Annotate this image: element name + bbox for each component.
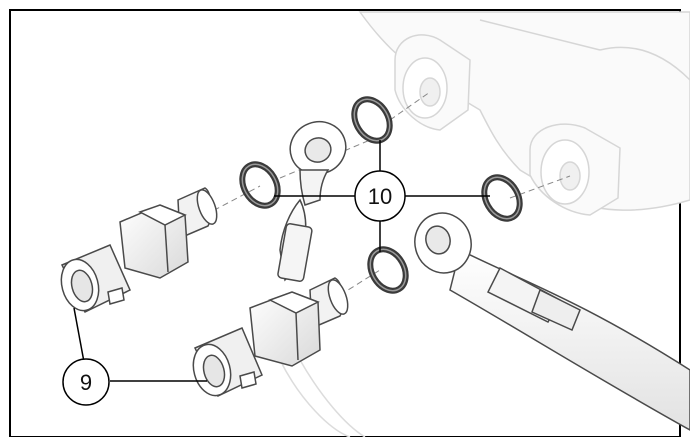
banjo-bolt-upper <box>60 187 218 314</box>
callout-9-label: 9 <box>80 370 92 395</box>
ghost-hose-lower <box>279 359 366 437</box>
ghost-housing <box>358 11 690 216</box>
sealing-ring-top <box>351 96 393 144</box>
sealing-ring-left <box>239 161 281 209</box>
sealing-ring-bottom <box>367 246 409 294</box>
leader-lines-9 <box>73 307 207 382</box>
leader-lines-10 <box>274 140 490 252</box>
callout-10-label: 10 <box>368 184 392 209</box>
upper-banjo-hose <box>277 121 347 282</box>
callout-9: 9 <box>62 358 110 406</box>
lower-banjo-hose <box>414 212 690 431</box>
callout-10: 10 <box>354 170 406 222</box>
sealing-ring-right <box>481 174 523 222</box>
banjo-bolt-lower <box>192 277 349 397</box>
